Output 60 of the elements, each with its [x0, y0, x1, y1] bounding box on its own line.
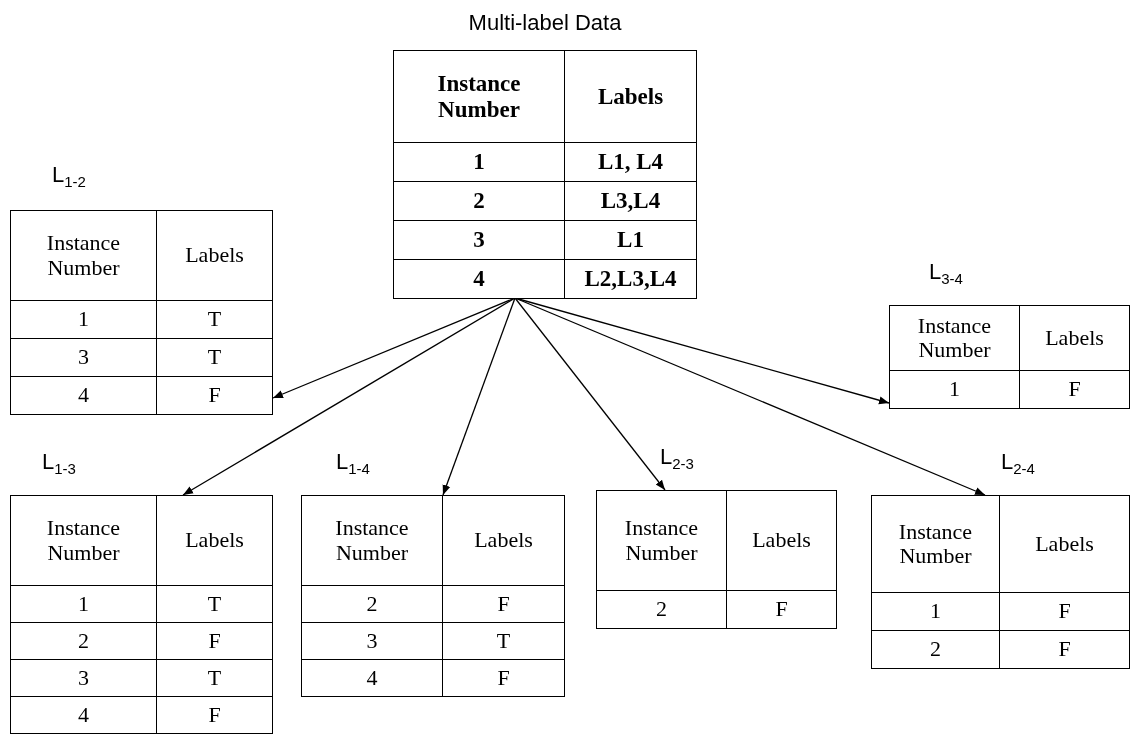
- arrow: [182, 297, 516, 496]
- column-header: Labels: [156, 210, 273, 301]
- table-cell: T: [156, 585, 273, 623]
- table-title: L$_{1-2}$: [52, 162, 86, 190]
- table-cell: T: [156, 659, 273, 697]
- table-title: L$_{2-4}$: [1001, 449, 1035, 477]
- table-cell: 3: [301, 622, 443, 660]
- table-cell: 1: [393, 142, 565, 182]
- table-cell: L3,L4: [564, 181, 697, 221]
- arrow: [442, 297, 516, 496]
- column-header: Instance Number: [10, 210, 157, 301]
- column-header: Instance Number: [871, 495, 1000, 593]
- table-cell: 2: [393, 181, 565, 221]
- table-cell: 2: [10, 622, 157, 660]
- table-cell: 4: [393, 259, 565, 299]
- column-header: Labels: [564, 50, 697, 143]
- table-cell: F: [442, 585, 565, 623]
- table-cell: F: [156, 696, 273, 734]
- table-cell: L1: [564, 220, 697, 260]
- table-cell: 4: [10, 376, 157, 415]
- table-cell: 3: [10, 338, 157, 377]
- table-cell: F: [1019, 370, 1130, 409]
- column-header: Instance Number: [596, 490, 727, 591]
- column-header: Instance Number: [301, 495, 443, 586]
- table-title: L$_{1-4}$: [336, 449, 370, 477]
- column-header: Instance Number: [10, 495, 157, 586]
- table-cell: 4: [10, 696, 157, 734]
- table-cell: 1: [10, 300, 157, 339]
- table-cell: F: [156, 622, 273, 660]
- table-title: L$_{1-3}$: [42, 449, 76, 477]
- table-cell: L2,L3,L4: [564, 259, 697, 299]
- table-cell: 3: [393, 220, 565, 260]
- table-cell: F: [999, 630, 1130, 669]
- table-cell: T: [442, 622, 565, 660]
- table-title: L$_{2-3}$: [660, 444, 694, 472]
- table-cell: 2: [596, 590, 727, 629]
- table-title: Multi-label Data: [467, 10, 623, 36]
- column-header: Instance Number: [889, 305, 1020, 371]
- table-cell: 1: [871, 592, 1000, 631]
- table-cell: T: [156, 300, 273, 339]
- column-header: Labels: [442, 495, 565, 586]
- table-cell: F: [442, 659, 565, 697]
- table-cell: F: [726, 590, 837, 629]
- table-cell: 3: [10, 659, 157, 697]
- table-title: L$_{3-4}$: [929, 259, 963, 287]
- table-cell: 1: [10, 585, 157, 623]
- table-cell: 2: [871, 630, 1000, 669]
- column-header: Labels: [999, 495, 1130, 593]
- column-header: Labels: [1019, 305, 1130, 371]
- column-header: Instance Number: [393, 50, 565, 143]
- table-cell: 1: [889, 370, 1020, 409]
- table-cell: L1, L4: [564, 142, 697, 182]
- table-cell: T: [156, 338, 273, 377]
- column-header: Labels: [726, 490, 837, 591]
- arrow: [514, 297, 666, 491]
- column-header: Labels: [156, 495, 273, 586]
- table-cell: 4: [301, 659, 443, 697]
- table-cell: F: [156, 376, 273, 415]
- table-cell: 2: [301, 585, 443, 623]
- table-cell: F: [999, 592, 1130, 631]
